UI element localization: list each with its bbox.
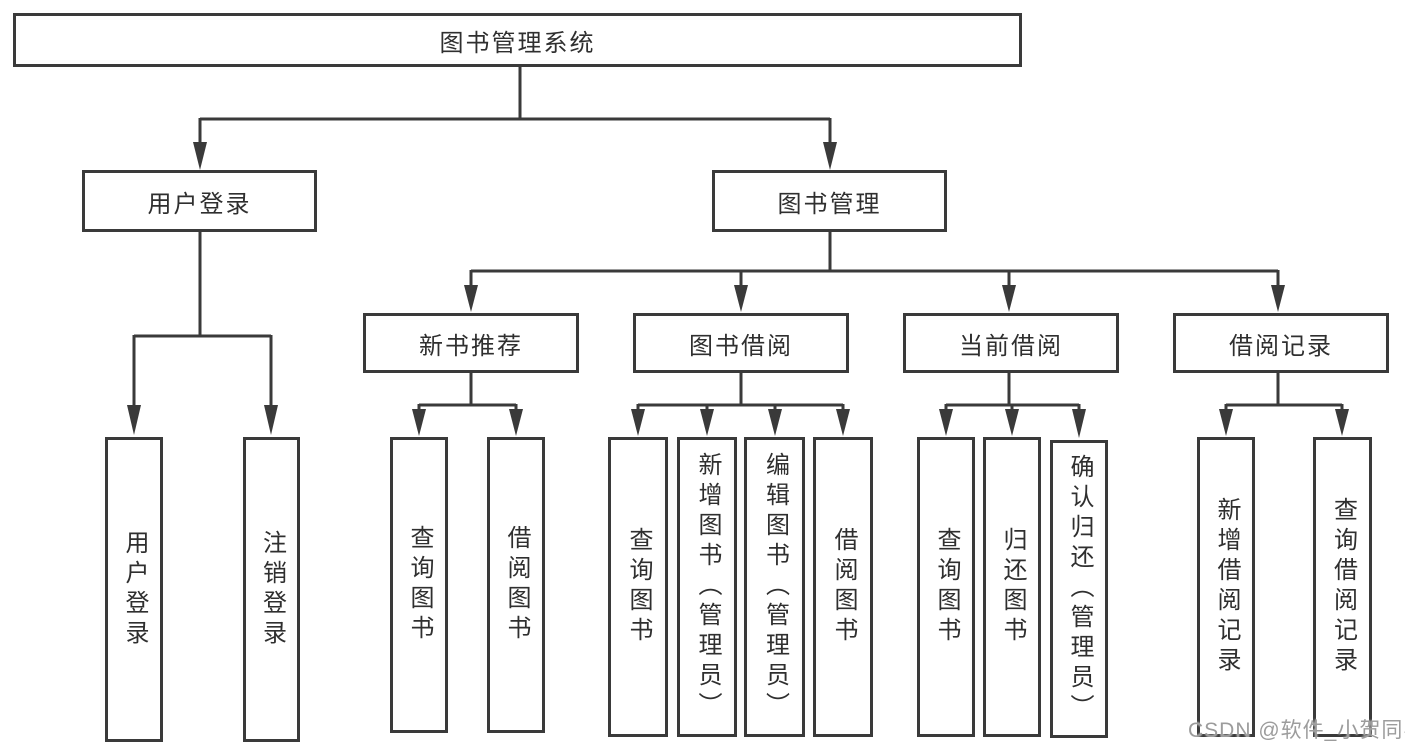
node-label-group-book-mgmt: 图书管理 [777, 190, 882, 218]
arrow-down-icon [264, 405, 278, 435]
node-leaf-borrow-book-rec: 借阅图书 [487, 437, 545, 733]
node-label-root-system: 图书管理系统 [439, 29, 596, 57]
node-label-leaf-return-book: 归还图书 [999, 527, 1026, 647]
arrow-down-icon [1219, 409, 1233, 436]
arrow-down-icon [193, 142, 207, 170]
node-leaf-add-book-admin: 新增图书（管理员） [677, 437, 737, 737]
node-label-leaf-borrow-book-rec: 借阅图书 [503, 525, 530, 645]
node-leaf-borrow-book: 借阅图书 [813, 437, 873, 737]
node-leaf-confirm-return: 确认归还（管理员） [1050, 440, 1108, 738]
node-label-module-borrow-record: 借阅记录 [1229, 332, 1333, 360]
watermark: CSDN @软件_小贺同学 [1188, 719, 1405, 742]
node-label-leaf-query-book-rec: 查询图书 [406, 525, 433, 645]
node-leaf-query-book-cur: 查询图书 [917, 437, 975, 737]
arrow-down-icon [823, 142, 837, 170]
arrow-down-icon [1005, 409, 1019, 436]
arrow-down-icon [939, 409, 953, 436]
node-label-leaf-edit-book-admin: 编辑图书（管理员） [761, 452, 789, 722]
arrow-down-icon [127, 405, 141, 435]
node-leaf-logout: 注销登录 [243, 437, 300, 742]
node-label-module-current-borrow: 当前借阅 [959, 332, 1063, 360]
arrow-down-icon [1271, 285, 1285, 312]
node-label-leaf-add-book-admin: 新增图书（管理员） [694, 452, 721, 722]
arrow-down-icon [1335, 409, 1349, 436]
node-label-leaf-confirm-return: 确认归还（管理员） [1066, 454, 1093, 724]
node-root-system: 图书管理系统 [13, 13, 1022, 67]
node-module-book-borrow: 图书借阅 [633, 313, 849, 373]
node-group-user-login: 用户登录 [82, 170, 317, 232]
node-module-current-borrow: 当前借阅 [903, 313, 1119, 373]
node-module-new-book-rec: 新书推荐 [363, 313, 579, 373]
node-label-leaf-user-login: 用户登录 [121, 529, 148, 650]
arrow-down-icon [464, 285, 478, 312]
arrow-down-icon [734, 285, 748, 312]
node-label-leaf-add-record: 新增借阅记录 [1213, 497, 1240, 677]
connector-arrowheads [127, 142, 1349, 438]
node-label-leaf-query-book: 查询图书 [625, 527, 652, 647]
node-label-module-book-borrow: 图书借阅 [689, 332, 793, 360]
node-leaf-query-book-rec: 查询图书 [390, 437, 448, 733]
node-module-borrow-record: 借阅记录 [1173, 313, 1389, 373]
node-label-group-user-login: 用户登录 [147, 190, 252, 218]
arrow-down-icon [768, 409, 782, 436]
arrow-down-icon [700, 409, 714, 436]
arrow-down-icon [1072, 409, 1086, 438]
node-label-leaf-logout: 注销登录 [258, 529, 286, 650]
node-label-module-new-book-rec: 新书推荐 [419, 332, 523, 360]
node-label-leaf-borrow-book: 借阅图书 [830, 527, 857, 647]
node-leaf-query-book: 查询图书 [608, 437, 668, 737]
node-leaf-edit-book-admin: 编辑图书（管理员） [744, 437, 805, 737]
arrow-down-icon [836, 409, 850, 436]
node-leaf-query-record: 查询借阅记录 [1313, 437, 1372, 737]
node-leaf-return-book: 归还图书 [983, 437, 1041, 737]
node-label-leaf-query-record: 查询借阅记录 [1329, 497, 1357, 677]
node-leaf-add-record: 新增借阅记录 [1197, 437, 1255, 737]
node-label-leaf-query-book-cur: 查询图书 [933, 527, 960, 647]
node-leaf-user-login: 用户登录 [105, 437, 163, 742]
arrow-down-icon [509, 409, 523, 436]
node-group-book-mgmt: 图书管理 [712, 170, 947, 232]
arrow-down-icon [631, 409, 645, 436]
connector-lines [132, 67, 1344, 413]
arrow-down-icon [412, 409, 426, 436]
arrow-down-icon [1002, 285, 1016, 312]
